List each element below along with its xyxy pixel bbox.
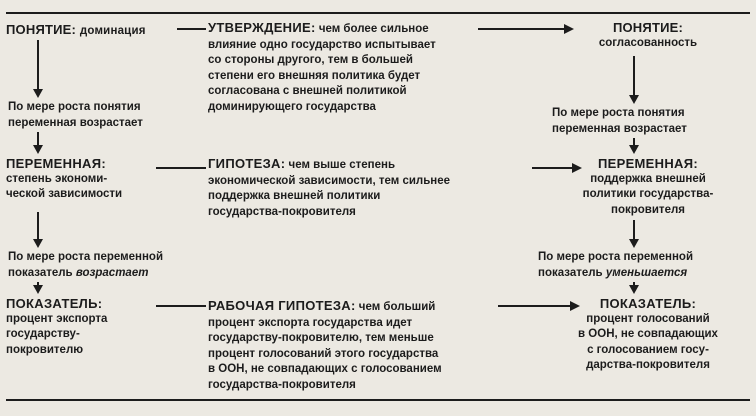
indicator-text: процент экспорта государству- покровител… bbox=[6, 312, 108, 356]
right-arrow-note-to-variable-head bbox=[629, 145, 639, 154]
proposition-text: чем более сильное влияние одно государст… bbox=[208, 23, 436, 113]
working-hypothesis-label: РАБОЧАЯ ГИПОТЕЗА: bbox=[208, 298, 356, 313]
variable-text: степень экономи- ческой зависимости bbox=[6, 172, 123, 201]
row2-right-arrow-head bbox=[572, 163, 582, 173]
indicator-export-share: ПОКАЗАТЕЛЬ:процент экспорта государству-… bbox=[6, 296, 107, 358]
indicator-un-votes: ПОКАЗАТЕЛЬ:процент голосований в ООН, не… bbox=[548, 296, 748, 374]
concept-dominance: ПОНЯТИЕ: доминация bbox=[6, 22, 146, 40]
variable-label: ПЕРЕМЕННАЯ: bbox=[6, 156, 106, 171]
row3-right-arrow-head bbox=[570, 301, 580, 311]
note-emphasis: возрастает bbox=[75, 266, 149, 279]
proposition-label: УТВЕРЖДЕНИЕ: bbox=[208, 20, 316, 35]
right-arrow-variable-to-note-head bbox=[629, 239, 639, 248]
working-hypothesis-block: РАБОЧАЯ ГИПОТЕЗА: чем больший процент эк… bbox=[208, 298, 442, 393]
concept-label: ПОНЯТИЕ: bbox=[612, 20, 684, 35]
left-arrow-note-to-variable-head bbox=[33, 145, 43, 154]
note-prefix: показатель bbox=[538, 266, 606, 279]
left-note-variable-to-indicator: По мере роста переменной показатель возра… bbox=[8, 250, 163, 281]
left-arrow-note-to-indicator-head bbox=[33, 285, 43, 294]
working-hypothesis-text: чем больший процент экспорта государства… bbox=[208, 301, 442, 391]
concept-label: ПОНЯТИЕ: bbox=[6, 22, 77, 37]
left-arrow-variable-to-note-head bbox=[33, 239, 43, 248]
right-arrow-concept-to-note-head bbox=[629, 95, 639, 104]
bottom-rule bbox=[6, 399, 750, 401]
concept-consistency: ПОНЯТИЕ:согласованность bbox=[548, 20, 748, 51]
concept-value: согласованность bbox=[598, 36, 698, 49]
hypothesis-text: чем выше степень экономической зависимос… bbox=[208, 159, 451, 218]
variable-economic-dependence: ПЕРЕМЕННАЯ:степень экономи- ческой завис… bbox=[6, 156, 122, 203]
proposition-block: УТВЕРЖДЕНИЕ: чем более сильное влияние о… bbox=[208, 20, 436, 115]
left-note-concept-to-variable: По мере роста понятия переменная возраст… bbox=[8, 101, 143, 129]
variable-policy-support: ПЕРЕМЕННАЯ:поддержка внешней политики го… bbox=[548, 156, 748, 218]
note-prefix: показатель bbox=[8, 266, 76, 279]
indicator-text: процент голосований в ООН, не совпадающи… bbox=[578, 312, 718, 372]
indicator-label: ПОКАЗАТЕЛЬ: bbox=[599, 296, 697, 311]
right-note-variable-to-indicator: По мере роста переменной показатель умень… bbox=[538, 250, 693, 281]
top-rule bbox=[6, 12, 750, 14]
concept-value: доминация bbox=[79, 25, 146, 37]
note-emphasis: уменьшается bbox=[605, 266, 688, 279]
variable-text: поддержка внешней политики государства- … bbox=[582, 172, 714, 216]
variable-label: ПЕРЕМЕННАЯ: bbox=[598, 156, 698, 171]
left-arrow-concept-to-note-head bbox=[33, 89, 43, 98]
right-note-concept-to-variable: По мере роста понятия переменная возраст… bbox=[552, 107, 687, 135]
hypothesis-label: ГИПОТЕЗА: bbox=[208, 156, 286, 171]
right-arrow-note-to-indicator-head bbox=[629, 285, 639, 294]
indicator-label: ПОКАЗАТЕЛЬ: bbox=[6, 296, 103, 311]
note-line: По мере роста переменной bbox=[538, 251, 694, 263]
hypothesis-block: ГИПОТЕЗА: чем выше степень экономической… bbox=[208, 156, 450, 220]
row1-right-arrow-head bbox=[564, 24, 574, 34]
note-line: По мере роста переменной bbox=[8, 251, 164, 263]
